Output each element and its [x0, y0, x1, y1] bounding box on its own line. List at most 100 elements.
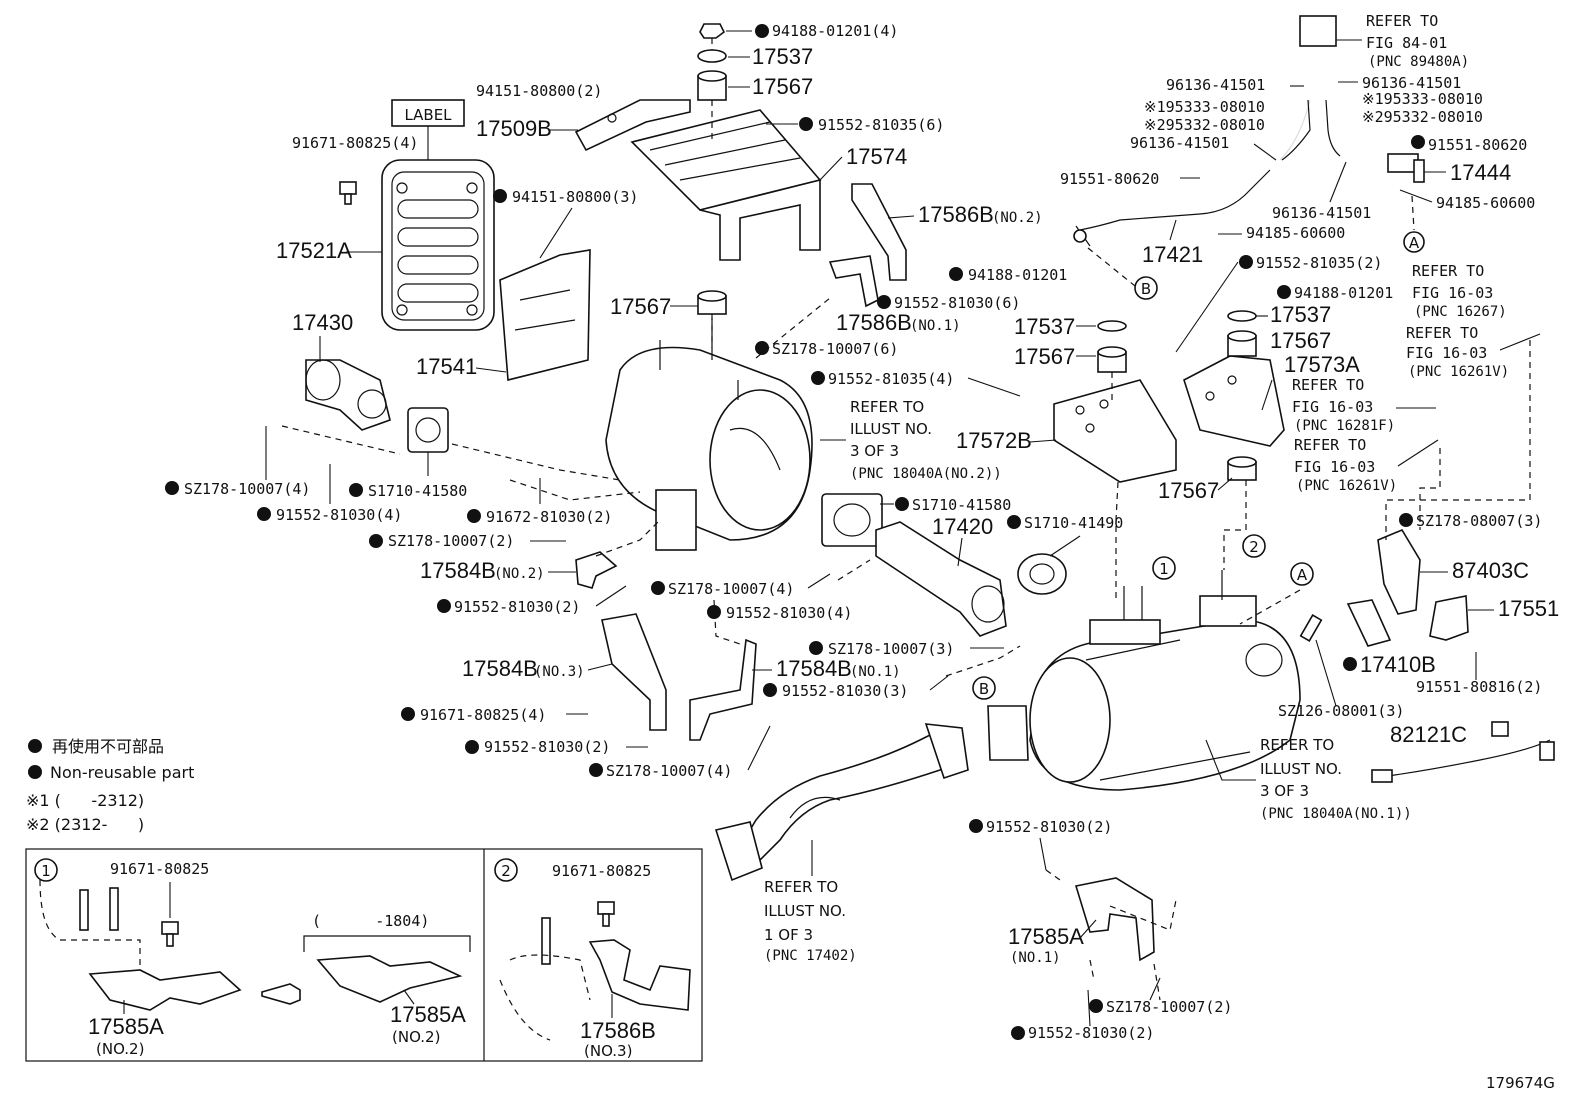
inset2-bracket — [588, 939, 691, 1011]
label-17537-far-right: 17537 — [1270, 302, 1331, 327]
dashed-leader-lines — [281, 195, 1531, 1001]
non-reusable-dot — [437, 599, 451, 613]
inset1-range: ( -1804) — [312, 912, 429, 930]
mount-17567-far-right — [1227, 330, 1257, 357]
inset1-bracket-left — [88, 969, 242, 1011]
non-reusable-dot — [1411, 135, 1425, 149]
legend-jp: 再使用不可部品 — [52, 737, 164, 756]
sensor-bracket-87403c — [1377, 528, 1421, 615]
ref-18040a-no1-line3: 3 OF 3 — [1260, 782, 1309, 800]
label-91552-81030-2-lowest: 91552-81030(2) — [1028, 1024, 1154, 1042]
label-91671-80825-4-bottom: 91671-80825(4) — [420, 706, 546, 724]
ref-16267-line3: (PNC 16267) — [1414, 304, 1507, 320]
label-17586b-no2: 17586B — [918, 202, 994, 227]
non-reusable-dot — [467, 509, 481, 523]
legend-dot-en — [28, 765, 42, 779]
label-sz178-10007-3: SZ178-10007(3) — [828, 640, 954, 658]
wire-harness-82121c — [1371, 721, 1555, 783]
refer-to-notes: REFER TO FIG 84-01 (PNC 89480A) REFER TO… — [764, 12, 1541, 964]
label-96136-41501-d: 96136-41501 — [1272, 204, 1371, 222]
svg-text:A: A — [1297, 566, 1308, 584]
label-91551-80816-2: 91551-80816(2) — [1416, 678, 1542, 696]
label-91552-81030-4-mid: 91552-81030(4) — [726, 604, 852, 622]
bracket-17584b-no1 — [689, 638, 757, 741]
label-sz178-10007-4-mid: SZ178-10007(4) — [668, 580, 794, 598]
stud-sz126-08001 — [1299, 614, 1323, 642]
bracket-17509b — [574, 99, 691, 152]
label-sz178-10007-2-lower: SZ178-10007(2) — [1106, 998, 1232, 1016]
ref-16261v-a-line2: FIG 16-03 — [1406, 344, 1487, 362]
label-17584b-no2: 17584B — [420, 558, 496, 583]
non-reusable-dot — [755, 341, 769, 355]
ref-17402-line1: REFER TO — [764, 878, 838, 896]
marker-1-main — [1152, 556, 1176, 580]
label-sz178-10007-6: SZ178-10007(6) — [772, 340, 898, 358]
gasket-s1710-41490 — [1017, 553, 1067, 595]
dpf-assembly-no2 — [605, 318, 813, 551]
label-sz178-08007-3: SZ178-08007(3) — [1416, 512, 1542, 530]
label-94185-60600-b: 94185-60600 — [1246, 224, 1345, 242]
ref-18040a-no2-line4: (PNC 18040A(NO.2)) — [850, 466, 1002, 482]
label-195333-08010-b: ※195333-08010 — [1362, 90, 1483, 108]
non-reusable-dot — [949, 267, 963, 281]
non-reusable-dot — [165, 481, 179, 495]
ref-16261v-a-line3: (PNC 16261V) — [1408, 364, 1509, 380]
inset1-right-part: 17585A — [390, 1002, 466, 1027]
label-91552-81035-2: 91552-81035(2) — [1256, 254, 1382, 272]
washer-17537-far-right — [1227, 310, 1257, 322]
label-17586b-no1: 17586B — [836, 310, 912, 335]
svg-text:B: B — [979, 680, 989, 698]
label-94185-60600-a: 94185-60600 — [1436, 194, 1535, 212]
label-91672-81030-2: 91672-81030(2) — [486, 508, 612, 526]
ref-fig84-line2: FIG 84-01 — [1366, 34, 1447, 52]
vacuum-hoses — [1279, 15, 1341, 161]
ref-18040a-no2-line1: REFER TO — [850, 398, 924, 416]
label-sz178-10007-4-left: SZ178-10007(4) — [184, 480, 310, 498]
detail-inset: 1 91671-80825 ( -1804) 17585A (NO.2) 175… — [25, 848, 703, 1062]
legend-note2: ※2 (2312- ) — [26, 815, 144, 834]
label-91671-80825-4-top: 91671-80825(4) — [292, 134, 418, 152]
legend: 再使用不可部品 Non-reusable part ※1 ( -2312) ※2… — [26, 737, 194, 834]
bolt-91671-80825 — [339, 181, 357, 205]
non-reusable-dot — [969, 819, 983, 833]
inset1-left-note: (NO.2) — [96, 1040, 144, 1058]
label-94151-80800-2: 94151-80800(2) — [476, 82, 602, 100]
legend-note1: ※1 ( -2312) — [26, 791, 144, 810]
label-91551-80620-b: 91551-80620 — [1428, 136, 1527, 154]
label-17444: 17444 — [1450, 160, 1511, 185]
non-reusable-dot — [1277, 285, 1291, 299]
marker-b-mid — [972, 676, 996, 700]
label-91552-81035-4: 91552-81035(4) — [828, 370, 954, 388]
bracket-17572b — [1053, 379, 1177, 483]
label-17567-right: 17567 — [1014, 344, 1075, 369]
marker-2-main — [1242, 534, 1266, 558]
ref-16281f-line2: FIG 16-03 — [1292, 398, 1373, 416]
inset-marker-2 — [494, 858, 518, 882]
label-195333-08010-a: ※195333-08010 — [1144, 98, 1265, 116]
gasket-17410b — [1346, 599, 1392, 647]
bracket-17573a — [1183, 355, 1285, 447]
svg-text:2: 2 — [501, 862, 511, 880]
ref-fig84-line1: REFER TO — [1366, 12, 1438, 30]
note-17584b-no2: (NO.2) — [494, 566, 545, 582]
legend-dot-jp — [28, 739, 42, 753]
ref-17402-line2: ILLUST NO. — [764, 902, 846, 920]
ref-16261v-b-line1: REFER TO — [1294, 436, 1366, 454]
inset1-bolt — [161, 921, 179, 935]
exhaust-front-pipe — [714, 705, 1029, 882]
label-box-text: LABEL — [404, 106, 452, 124]
non-reusable-dot — [257, 507, 271, 521]
non-reusable-dot — [763, 683, 777, 697]
mount-17567-mid — [697, 290, 727, 315]
ref-18040a-no1-line2: ILLUST NO. — [1260, 760, 1342, 778]
label-s1710-41580-left: S1710-41580 — [368, 482, 467, 500]
ref-16267-line1: REFER TO — [1412, 262, 1484, 280]
mount-17567-lower-right — [1227, 456, 1257, 481]
non-reusable-dot — [349, 483, 363, 497]
label-91552-81030-3: 91552-81030(3) — [782, 682, 908, 700]
label-17421: 17421 — [1142, 242, 1203, 267]
label-87403c: 87403C — [1452, 558, 1529, 583]
label-96136-41501-a: 96136-41501 — [1166, 76, 1265, 94]
inset2-bolt — [597, 901, 615, 915]
mount-17567-right — [1097, 346, 1127, 373]
